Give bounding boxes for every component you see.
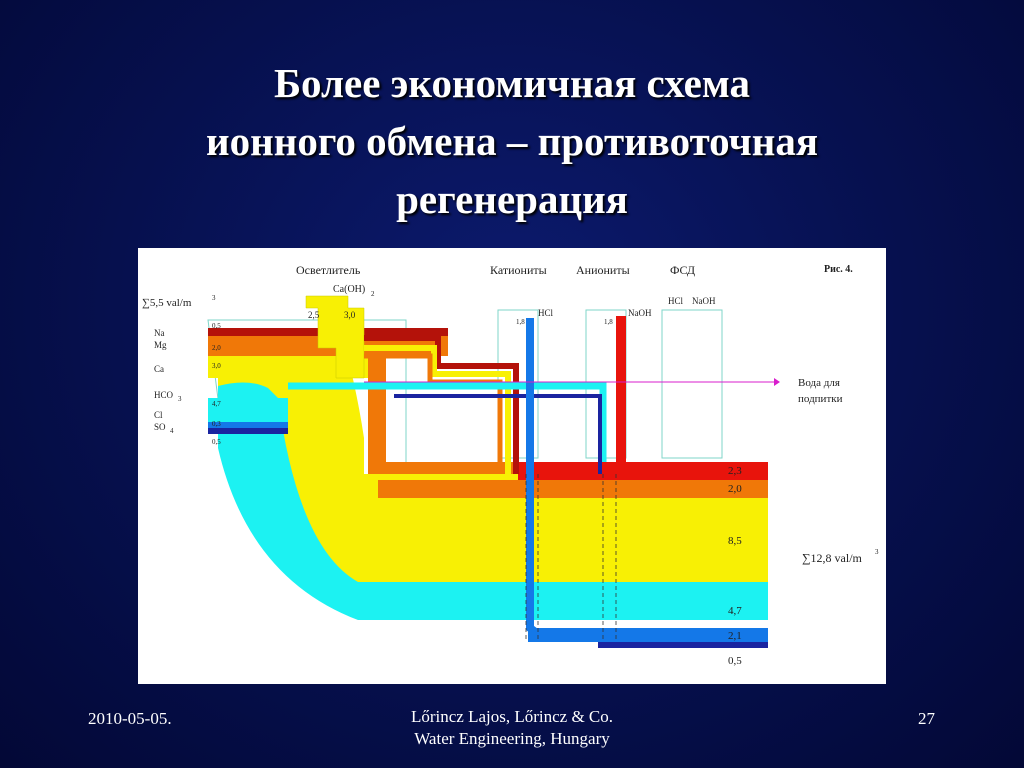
label-cation-dose: 1,8: [516, 318, 525, 326]
label-inlet-total: ∑5,5 val/m: [142, 297, 192, 309]
in-band-cl: [208, 422, 288, 428]
footer-credit-line1: Lőrincz Lajos, Lőrincz & Co.: [410, 707, 614, 726]
footer-page-number: 27: [918, 709, 935, 728]
label-figure-number: Рис. 4.: [824, 264, 853, 275]
ion-ca: Ca: [154, 364, 164, 374]
out-value-orange: 2,0: [728, 483, 742, 495]
ion-cl: Cl: [154, 410, 163, 420]
out-band-cyan: [364, 582, 768, 620]
label-outlet-total: ∑12,8 val/m: [802, 551, 863, 565]
product-water-arrowhead: [774, 378, 780, 386]
footer-credit: Lőrincz Lajos, Lőrincz & Co. Water Engin…: [312, 706, 712, 750]
in-value-na: 0,5: [212, 322, 221, 330]
label-cation: Катиониты: [490, 263, 547, 277]
footer-credit-line2: Water Engineering, Hungary: [414, 729, 610, 748]
in-band-hco3: [208, 398, 288, 422]
label-lime-b: 3,0: [344, 310, 356, 320]
dashed-drains: [525, 474, 617, 642]
ion-exchange-flow-diagram: Осветлитель Катиониты Аниониты ФСД Рис. …: [138, 248, 886, 684]
out-band-orange: [378, 480, 768, 498]
title-line-1: Более экономичная схема: [273, 60, 751, 106]
label-lime-reagent: Ca(OH): [333, 284, 365, 295]
navy-pipe: [394, 394, 602, 474]
naoh-stream: [616, 316, 626, 462]
in-value-hco3: 4,7: [212, 400, 221, 408]
label-product-line1: Вода для: [798, 377, 840, 389]
lime-reagent-funnel: [305, 295, 365, 379]
out-value-navy: 0,5: [728, 655, 742, 667]
label-lime-sub: 2: [371, 290, 375, 298]
in-value-so4: 0,5: [212, 438, 221, 446]
in-band-so4: [208, 428, 288, 434]
out-value-cyan: 4,7: [728, 605, 742, 617]
label-anion: Аниониты: [576, 263, 630, 277]
label-clarifier: Осветлитель: [296, 263, 361, 277]
label-anion-dose: 1,8: [604, 318, 613, 326]
label-hcl: HCl: [538, 308, 554, 318]
flow-diagram-svg: Осветлитель Катиониты Аниониты ФСД Рис. …: [142, 263, 879, 667]
out-value-red: 2,3: [728, 465, 742, 477]
ion-so4-sub: 4: [170, 427, 174, 435]
label-fsd-hcl: HCl: [668, 296, 684, 306]
label-fsd: ФСД: [670, 263, 695, 277]
label-naoh: NaOH: [628, 308, 652, 318]
out-value-yellow: 8,5: [728, 535, 742, 547]
footer-date: 2010-05-05.: [88, 709, 172, 728]
in-value-cl: 0,3: [212, 420, 221, 428]
ion-hco3-sub: 3: [178, 395, 182, 403]
title-line-3: регенерация: [396, 176, 628, 222]
hcl-stream: [526, 318, 534, 478]
ion-hco3: HCO: [154, 390, 174, 400]
fsd-column-outline: [661, 309, 723, 459]
in-band-ca: [208, 356, 378, 378]
label-inlet-sup: 3: [212, 294, 216, 302]
cyan-pipe: [288, 382, 607, 462]
red-pipe: [364, 335, 519, 474]
label-fsd-naoh: NaOH: [692, 296, 716, 306]
in-value-mg: 2,0: [212, 344, 221, 352]
ion-mg: Mg: [154, 340, 167, 350]
slide-title: Более экономичная схема ионного обмена –…: [40, 54, 984, 228]
in-value-ca: 3,0: [212, 362, 221, 370]
ion-na: Na: [154, 328, 165, 338]
label-lime-a: 2,5: [308, 310, 320, 320]
title-line-2: ионного обмена – противоточная: [205, 118, 819, 164]
ion-so4: SO: [154, 422, 166, 432]
out-band-yellow: [364, 498, 768, 582]
label-product-line2: подпитки: [798, 393, 843, 405]
label-outlet-sup: 3: [875, 548, 879, 556]
naoh-stream-turn: [616, 462, 658, 473]
out-band-blue: [528, 628, 768, 642]
yellow-pipe: [364, 345, 511, 474]
out-value-blue: 2,1: [728, 630, 742, 642]
out-band-navy: [598, 642, 768, 648]
